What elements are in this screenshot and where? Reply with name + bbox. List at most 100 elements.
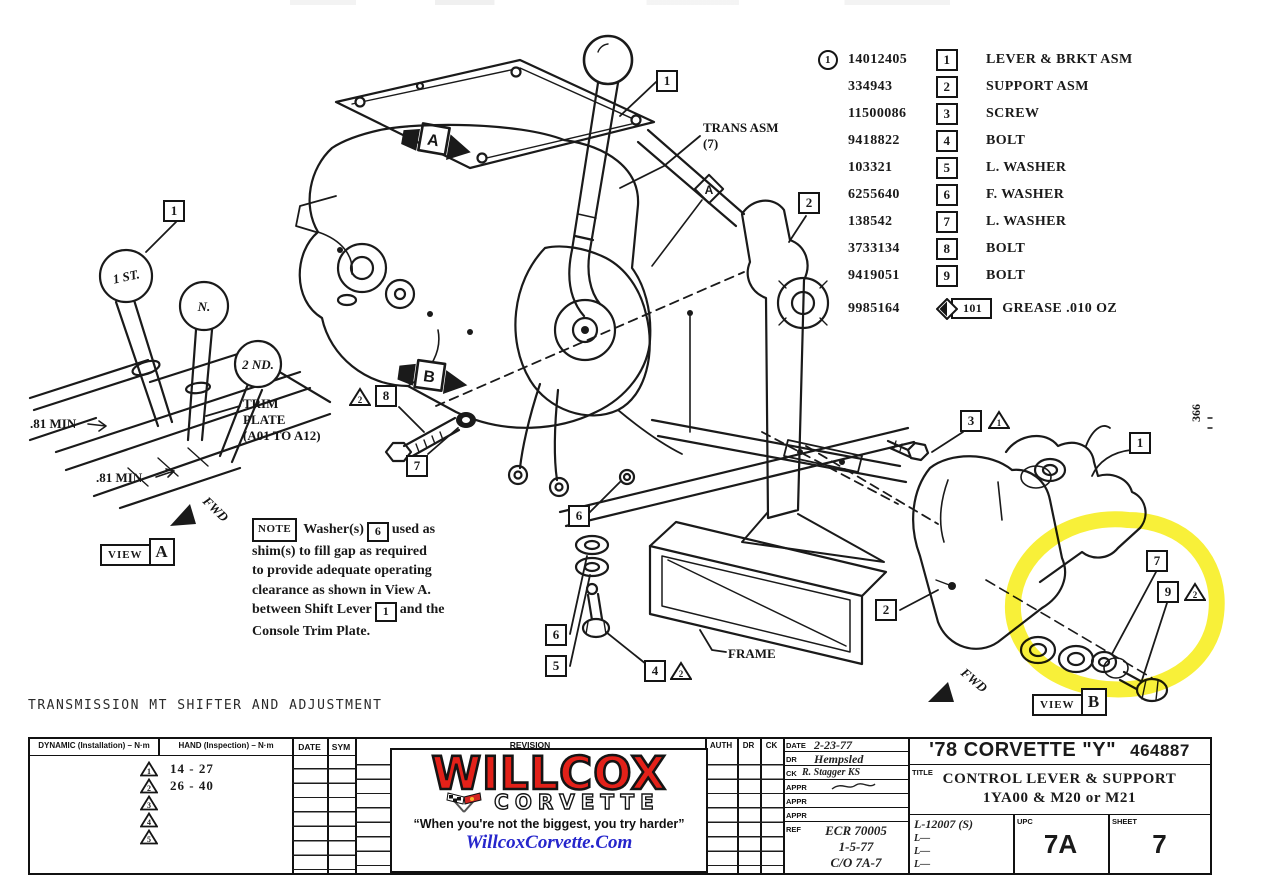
dynamic-header: DYNAMIC (Installation) – N·m	[38, 741, 150, 750]
ck-label: CK	[786, 769, 797, 778]
svg-text:1: 1	[997, 418, 1002, 428]
item-box: 4	[936, 129, 958, 152]
svg-text:2: 2	[679, 669, 684, 679]
view-b-arrow-letter: B	[422, 368, 436, 386]
section-a-diamond-letter: A	[705, 183, 714, 197]
date-header: DATE	[298, 742, 321, 752]
exploded-view-drawing: 1 ST. N. 2 ND. A B A FWD FWD	[28, 34, 1225, 703]
date-label: DATE	[786, 741, 806, 750]
min-dimension-bottom: .81 MIN	[96, 470, 143, 485]
willcox-website: WillcoxCorvette.Com	[465, 832, 633, 853]
parts-row: 1 14012405 1 LEVER & BRKT ASM	[818, 46, 1133, 73]
approval-signature	[831, 783, 876, 790]
callout-3-box: 3	[960, 410, 982, 432]
item-box: 9	[936, 264, 958, 287]
torque-triangle-icon: 1	[140, 760, 158, 776]
appr-label-1: APPR	[786, 783, 807, 792]
auth-dr-ck-grid	[705, 751, 783, 874]
l-number: L-12007 (S)	[914, 817, 973, 831]
sheet-label: SHEET	[1112, 817, 1138, 826]
dr-header: DR	[742, 741, 755, 750]
crossed-flags-icon	[446, 792, 482, 813]
callout-5-box: 5	[545, 655, 567, 677]
callout-7-box: 7	[406, 455, 428, 477]
svg-text:2: 2	[147, 784, 151, 793]
knob-label-2nd: 2 ND.	[241, 357, 274, 372]
sheet-caption: TRANSMISSION MT SHIFTER AND ADJUSTMENT	[28, 698, 383, 713]
sym-header: SYM	[331, 742, 351, 752]
view-word: VIEW	[100, 544, 151, 566]
knob-label-1st: 1 ST.	[111, 266, 141, 286]
min-dimension-top: .81 MIN	[30, 416, 77, 431]
grease-diamond-icon	[936, 297, 958, 320]
svg-text:2: 2	[1193, 590, 1198, 600]
date-sym-grid	[292, 755, 355, 874]
view-word: VIEW	[1032, 694, 1083, 716]
callout-2-box-support: 2	[798, 192, 820, 214]
ref-label: REF	[786, 825, 801, 834]
svg-text:4: 4	[147, 818, 151, 827]
view-a-letter: A	[148, 538, 175, 566]
footnote-circle-1: 1	[818, 49, 838, 70]
frame-label: FRAME	[728, 646, 776, 661]
torque-triangle-icon: 4	[140, 811, 158, 827]
willcox-corvette-text: CORVETTE	[493, 789, 660, 814]
item-box: 2	[936, 75, 958, 98]
item-box: 8	[936, 237, 958, 260]
page-side-ref: 366	[1189, 404, 1203, 422]
torque-triangle-2-icon: 2	[670, 661, 692, 680]
torque-triangle-icon: 5	[140, 828, 158, 844]
torque-triangle-icon: 3	[140, 794, 158, 810]
torque-triangle-2-icon: 2	[1184, 582, 1206, 601]
callout-1-box-lever: 1	[656, 70, 678, 92]
note-ref-1: 1	[374, 602, 397, 622]
item-box: 5	[936, 156, 958, 179]
torque-triangle-1-icon: 1	[988, 410, 1010, 429]
view-b-letter: B	[1080, 688, 1107, 716]
willcox-tagline: “When you're not the biggest, you try ha…	[413, 817, 685, 831]
appr-label-3: APPR	[786, 811, 807, 820]
willcox-watermark: WILLCOX CORVETTE “When you're not the bi…	[390, 748, 708, 873]
sym-grid	[355, 751, 390, 874]
svg-text:1: 1	[147, 767, 151, 776]
callout-6-box-lower: 6	[545, 624, 567, 646]
item-box: 3	[936, 102, 958, 125]
upc-value: 7A	[1043, 829, 1078, 859]
drawing-number: 464887	[1130, 740, 1190, 760]
torque-triangle-2-icon: 2	[349, 387, 371, 406]
yellow-highlight-loop	[1004, 511, 1225, 698]
svg-text:2: 2	[358, 395, 363, 405]
ck-header: CK	[765, 741, 778, 750]
torque-triangle-icon: 2	[140, 777, 158, 793]
callout-1-box-viewb: 1	[1129, 432, 1151, 454]
svg-text:5: 5	[147, 835, 151, 844]
revision-header: REVISION	[509, 740, 551, 750]
hand-header: HAND (Inspection) – N·m	[178, 741, 274, 750]
title-block-table: DYNAMIC (Installation) – N·m HAND (Inspe…	[28, 737, 1212, 875]
svg-text:3: 3	[147, 801, 151, 810]
callout-6-box-upper: 6	[568, 505, 590, 527]
note-ref-6: 6	[366, 521, 389, 542]
item-box: 6	[936, 183, 958, 206]
fwd-label-right: FWD	[957, 664, 991, 696]
car-title: '78 CORVETTE "Y"	[929, 739, 1117, 761]
item-box: 1	[936, 48, 958, 71]
callout-4-box: 4	[644, 660, 666, 682]
callout-1-box-viewa: 1	[163, 200, 185, 222]
ck-value: R. Stagger KS	[802, 767, 861, 778]
fwd-label-left: FWD	[199, 493, 232, 525]
title-label: TITLE	[912, 768, 933, 777]
view-a-tag: VIEW A	[100, 538, 175, 566]
callout-2-box-viewb: 2	[875, 599, 897, 621]
auth-header: AUTH	[709, 741, 733, 750]
